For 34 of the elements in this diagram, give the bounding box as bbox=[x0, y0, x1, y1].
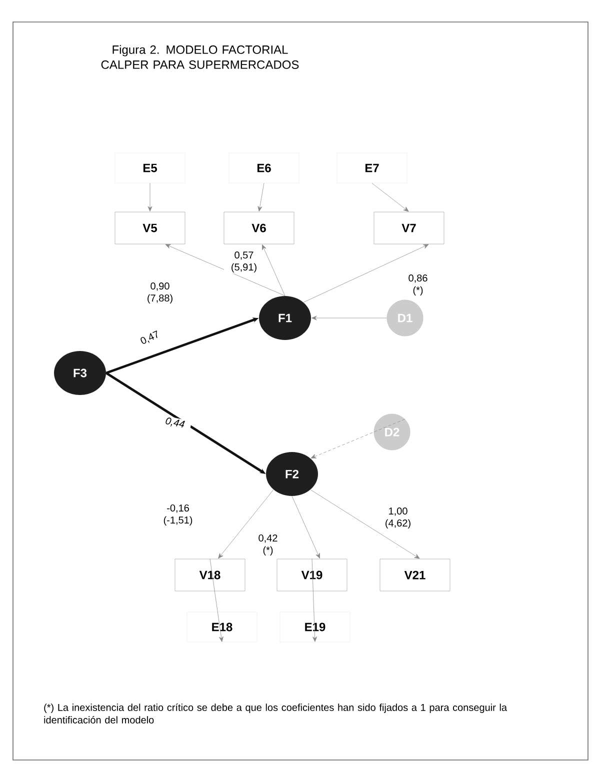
error-box: E5 bbox=[114, 152, 186, 184]
arrow bbox=[303, 244, 429, 302]
arrow bbox=[312, 316, 387, 320]
variable-box: V6 bbox=[224, 212, 294, 244]
variable-box: V19 bbox=[276, 558, 348, 592]
arrow bbox=[165, 244, 286, 296]
variable-box: V5 bbox=[114, 212, 186, 244]
edge-label: 0,57 (5,91) bbox=[224, 250, 264, 274]
error-box: E18 bbox=[186, 612, 258, 642]
edge-label: 0,44 bbox=[158, 414, 192, 432]
edge-label: 0,90 (7,88) bbox=[140, 281, 180, 305]
arrow bbox=[262, 244, 286, 296]
edge-label: 0,42 (*) bbox=[252, 533, 284, 557]
error-box: E19 bbox=[280, 612, 350, 642]
error-box: E6 bbox=[228, 152, 300, 184]
arrow bbox=[218, 490, 274, 559]
edge-label: -0,16 (-1,51) bbox=[155, 503, 201, 527]
variable-box: V21 bbox=[380, 558, 450, 592]
title: Figura 2. MODELO FACTORIAL CALPER PARA SUPERMERCADOS bbox=[101, 45, 299, 69]
arrow bbox=[210, 558, 224, 642]
edge-label: 0,86 (*) bbox=[402, 273, 434, 297]
footnote: (*) La inexistencia del ratio crítico se debe a que los coeficientes han sido fijados a 1 para conseguir la identificación del modelo bbox=[44, 704, 508, 724]
arrow bbox=[310, 490, 420, 559]
arrow bbox=[372, 183, 409, 212]
edge-label: 1,00 (4,62) bbox=[377, 506, 419, 530]
variable-box: V18 bbox=[174, 558, 246, 592]
error-box: E7 bbox=[336, 152, 408, 184]
arrow bbox=[258, 183, 264, 212]
arrow bbox=[292, 496, 320, 559]
edge-label: 0,47 bbox=[133, 326, 167, 350]
variable-box: V7 bbox=[374, 212, 444, 244]
arrow bbox=[310, 418, 406, 458]
arrow bbox=[148, 183, 152, 212]
arrow bbox=[312, 558, 318, 642]
